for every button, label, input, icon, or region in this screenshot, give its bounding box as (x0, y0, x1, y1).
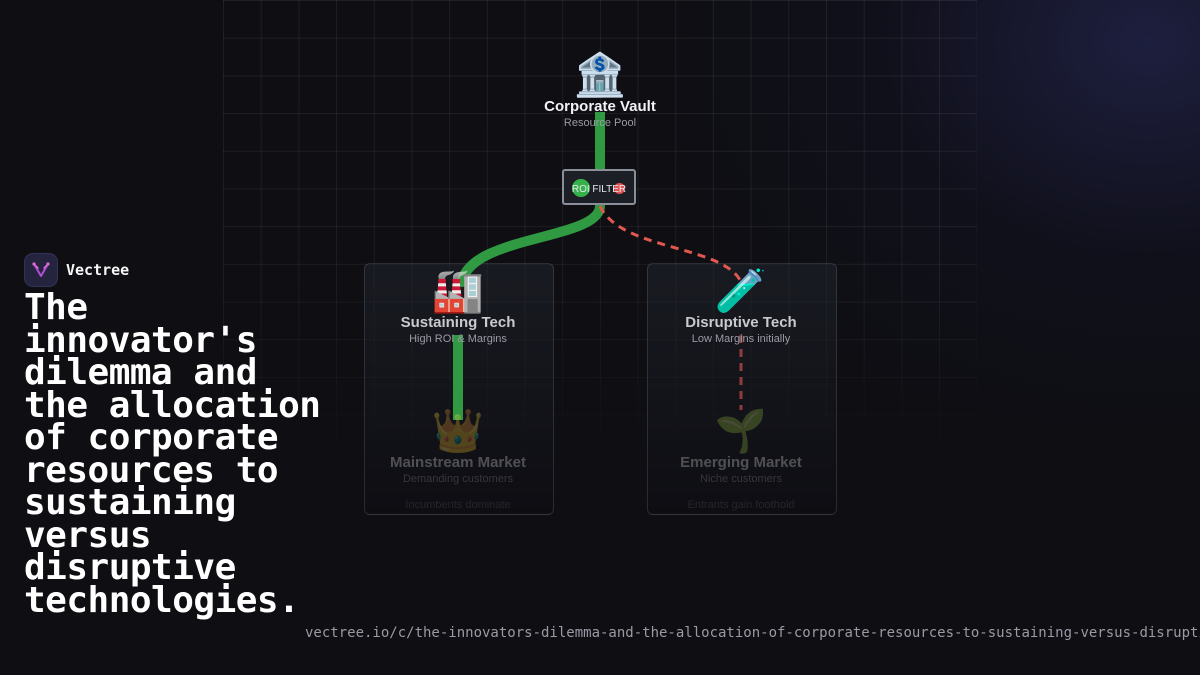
factory-icon: 🏭 (431, 267, 485, 314)
disruptive-card (647, 263, 837, 515)
node-subtitle: Demanding customers (402, 473, 514, 485)
red-indicator-icon (614, 183, 625, 194)
green-indicator-icon (572, 179, 590, 197)
node-subtitle: Low Margins initially (691, 333, 791, 345)
mainstream-market-node: 👑 Mainstream Market Demanding customers (390, 407, 526, 486)
page-url: vectree.io/c/the-innovators-dilemma-and-… (305, 625, 1200, 641)
node-title: Mainstream Market (390, 454, 526, 471)
page-title: The innovator's dilemma and the allocati… (24, 287, 321, 621)
node-title: Sustaining Tech (400, 314, 516, 331)
node-subtitle: Resource Pool (563, 117, 637, 129)
background-grid (223, 0, 977, 500)
node-title: Corporate Vault (544, 98, 656, 115)
brand: Vectree (24, 253, 129, 287)
seedling-icon: 🌱 (714, 407, 768, 454)
filter-label: ROI FILTER (571, 184, 627, 195)
bank-icon: 🏦 (573, 51, 627, 98)
filter-to-disruptive-edge (598, 205, 742, 281)
disruptive-tech-node: 🧪 Disruptive Tech Low Margins initially (685, 267, 797, 346)
node-title: Emerging Market (680, 454, 802, 471)
node-title: Disruptive Tech (685, 314, 797, 331)
brand-name: Vectree (66, 261, 130, 279)
roi-filter-gate: ROI FILTER (562, 169, 636, 205)
filter-to-sustaining-edge (457, 201, 605, 287)
vectree-logo-icon (24, 253, 58, 287)
emerging-market-node: 🌱 Emerging Market Niche customers (680, 407, 802, 486)
mainstream-caption: Incumbents dominate (405, 499, 511, 511)
test-tube-icon: 🧪 (714, 267, 768, 314)
corporate-vault-node: 🏦 Corporate Vault Resource Pool (544, 51, 656, 130)
sustaining-card (364, 263, 554, 515)
node-subtitle: Niche customers (700, 473, 782, 485)
emerging-caption: Entrants gain foothold (687, 499, 795, 511)
sustaining-tech-node: 🏭 Sustaining Tech High ROI & Margins (400, 267, 516, 346)
crown-icon: 👑 (431, 407, 485, 454)
node-subtitle: High ROI & Margins (409, 333, 507, 345)
